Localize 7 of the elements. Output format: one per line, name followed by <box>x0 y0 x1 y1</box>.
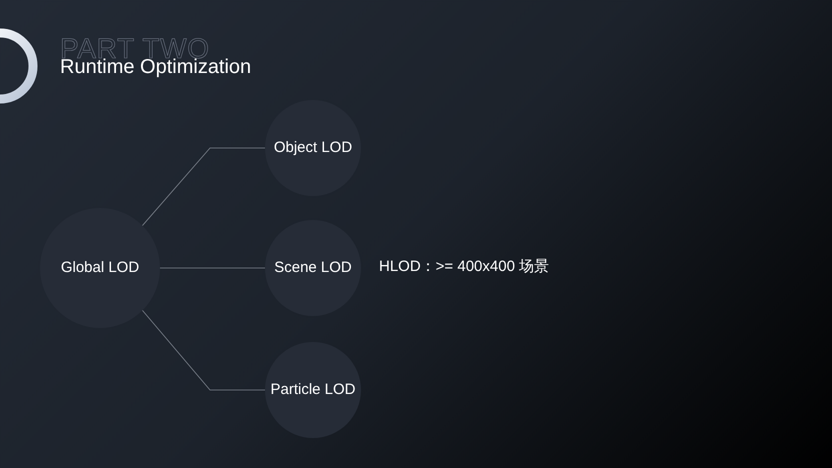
connector-line <box>142 310 266 390</box>
note-text: HLOD：>= 400x400 场景 <box>379 257 550 277</box>
node-label: Global LOD <box>60 258 140 278</box>
connector-line <box>142 148 266 226</box>
node-label: Particle LOD <box>270 380 356 400</box>
node-label: Object LOD <box>274 138 352 158</box>
node-label: Scene LOD <box>274 258 352 278</box>
